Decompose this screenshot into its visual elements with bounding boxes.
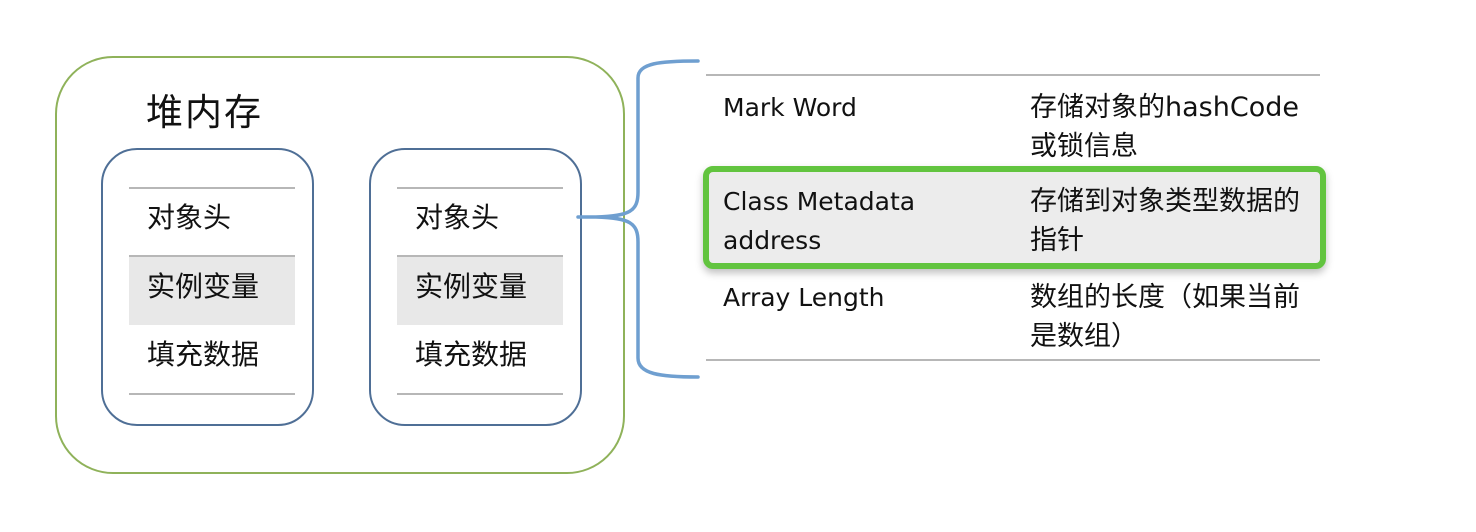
instance-data-label: 实例变量 [415, 270, 528, 303]
table-row-class-metadata-address: Class Metadata address 存储到对象类型数据的指针 [706, 172, 1320, 264]
table-row-mark-word: Mark Word 存储对象的hashCode或锁信息 [706, 76, 1320, 172]
object-box-first: 对象头 实例变量 填充数据 [101, 148, 314, 426]
table-row-array-length: Array Length 数组的长度（如果当前是数组） [706, 264, 1320, 359]
object-divider [397, 393, 563, 395]
field-name: Mark Word [723, 93, 857, 122]
field-name: Class Metadata address [723, 187, 916, 255]
brace-shape [576, 59, 700, 379]
table-bottom-divider [706, 359, 1320, 361]
object-divider [129, 187, 295, 189]
object-divider [397, 255, 563, 257]
class-metadata-highlight [703, 166, 1326, 269]
field-description: 存储对象的hashCode或锁信息 [1030, 92, 1299, 162]
padding-label: 填充数据 [147, 338, 260, 371]
instance-data-label: 实例变量 [147, 270, 260, 303]
object-header-label: 对象头 [147, 201, 232, 234]
padding-label: 填充数据 [415, 338, 528, 371]
object-box-second: 对象头 实例变量 填充数据 [369, 148, 582, 426]
object-divider [129, 393, 295, 395]
field-name: Array Length [723, 283, 885, 312]
instance-data-shade [129, 257, 295, 325]
object-divider [397, 187, 563, 189]
field-description: 数组的长度（如果当前是数组） [1030, 282, 1300, 352]
object-header-label: 对象头 [415, 201, 500, 234]
instance-data-shade [397, 257, 563, 325]
field-description: 存储到对象类型数据的指针 [1030, 186, 1300, 256]
object-divider [129, 255, 295, 257]
table-top-divider [706, 74, 1320, 76]
heap-container [55, 56, 625, 474]
heap-title: 堆内存 [146, 91, 263, 134]
